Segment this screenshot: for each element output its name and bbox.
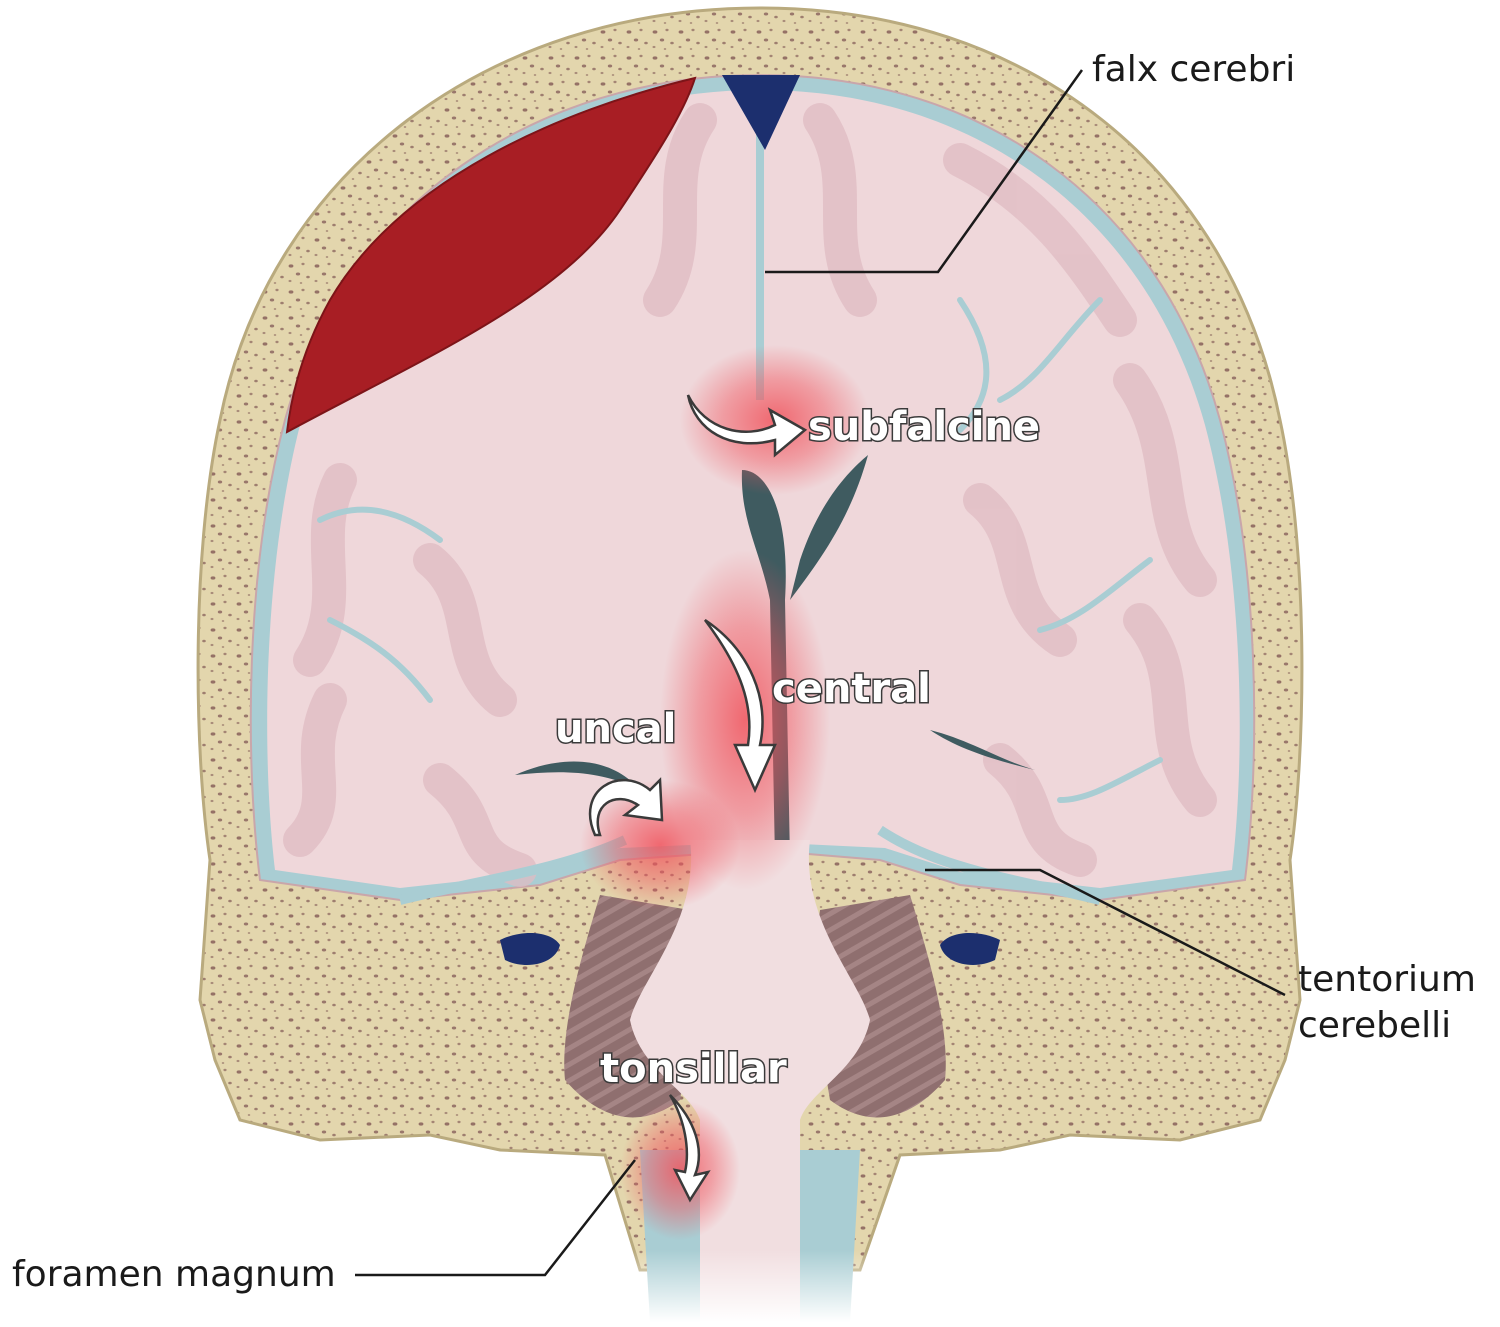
subfalcine-arrow-icon	[686, 394, 808, 458]
transverse-sinus-right	[940, 933, 1000, 965]
uncal-arrow-icon	[588, 777, 664, 837]
bottom-fade	[600, 1250, 900, 1322]
label-uncal: uncal	[555, 706, 676, 752]
central-arrow-icon	[703, 618, 777, 794]
glow-uncal	[580, 780, 740, 910]
gyri	[283, 103, 1217, 887]
tonsillar-arrow-icon	[668, 1094, 711, 1203]
label-central: central	[772, 666, 931, 712]
arrows	[588, 394, 808, 1203]
leader-foramen-magnum	[355, 1159, 636, 1277]
label-foramen-magnum: foramen magnum	[12, 1254, 336, 1295]
brainstem	[630, 840, 870, 1322]
label-tentorium-line1: tentorium	[1298, 959, 1476, 1000]
label-tonsillar: tonsillar	[600, 1046, 787, 1092]
transverse-sinus-left	[500, 933, 560, 965]
leader-tentorium	[925, 868, 1286, 997]
label-tentorium-line2: cerebelli	[1298, 1005, 1452, 1046]
leader-falx-cerebri	[765, 69, 1084, 274]
label-subfalcine: subfalcine	[808, 404, 1040, 450]
label-falx-cerebri: falx cerebri	[1092, 49, 1296, 90]
hematoma	[285, 76, 697, 434]
leader-lines	[355, 69, 1286, 1277]
sulci	[317, 297, 1163, 803]
superior-sagittal-sinus	[722, 75, 800, 150]
